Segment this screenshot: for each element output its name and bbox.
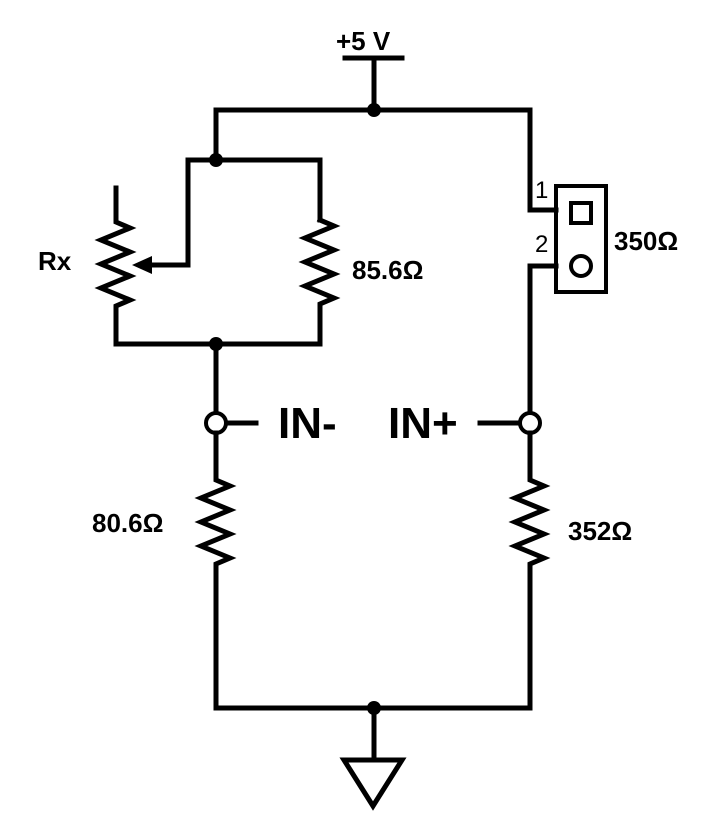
supply-label: +5 V xyxy=(336,26,391,56)
junction-top xyxy=(367,103,381,117)
ground-icon xyxy=(339,757,407,811)
in-plus-terminal xyxy=(518,411,542,435)
rx-label: Rx xyxy=(38,246,72,276)
connector-pin2-label: 2 xyxy=(535,231,548,258)
in-minus-label: IN- xyxy=(278,399,337,448)
connector-pin1-label: 1 xyxy=(535,177,548,204)
top-rail-wire xyxy=(213,107,559,213)
rx-wiper-arrow-icon xyxy=(132,256,152,274)
resistor-85-6-label: 85.6Ω xyxy=(352,255,423,285)
junction-parallel-top xyxy=(209,153,223,167)
resistor-352 xyxy=(508,430,551,711)
resistor-80-6 xyxy=(194,430,237,711)
connector-pin2-icon xyxy=(569,254,593,278)
connector-pin2-wire xyxy=(527,263,559,416)
connector-350-housing xyxy=(554,184,608,294)
connector-pin1-icon xyxy=(569,201,593,225)
resistor-80-6-label: 80.6Ω xyxy=(92,508,163,538)
in-plus-label: IN+ xyxy=(388,399,458,448)
parallel-top-wire xyxy=(185,157,323,268)
rx-resistor xyxy=(94,185,137,347)
connector-350-label: 350Ω xyxy=(614,226,678,256)
in-minus-terminal xyxy=(204,411,228,435)
resistor-352-label: 352Ω xyxy=(568,516,632,546)
resistor-85-6 xyxy=(298,216,341,347)
